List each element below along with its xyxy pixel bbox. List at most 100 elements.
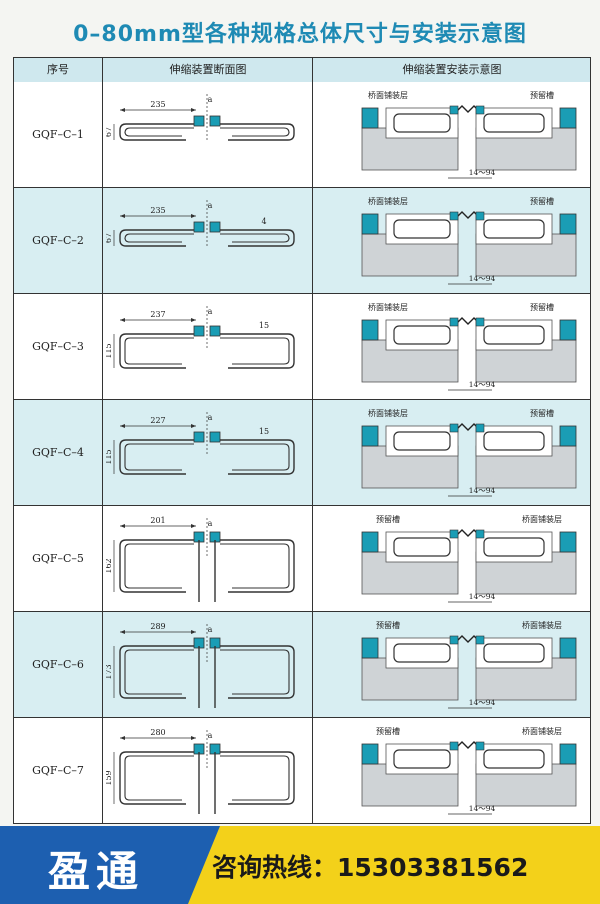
range-dimension: 14～94	[469, 380, 496, 389]
left-callout: 桥面铺装层	[368, 408, 408, 418]
width-dimension: 289	[150, 622, 165, 631]
width-dimension: 227	[150, 416, 165, 425]
right-callout: 预留槽	[530, 90, 554, 100]
section-drawing: a 235 67	[106, 94, 295, 141]
rebar-loop-right	[218, 645, 295, 699]
rebar-loop-right	[218, 539, 295, 593]
model-code: GQF–C–7	[32, 764, 84, 777]
range-dimension: 14～94	[469, 698, 496, 707]
section-drawing: a 227 115 15	[106, 412, 295, 475]
width-dimension: 201	[150, 516, 165, 525]
install-drawing: 桥面铺装层 预留槽 14～94	[361, 90, 577, 179]
right-callout: 桥面铺装层	[522, 620, 562, 630]
pavement-block-left	[361, 319, 379, 341]
model-code: GQF–C–4	[32, 446, 84, 459]
gap-label: a	[208, 95, 213, 104]
pavement-block-right	[559, 637, 577, 659]
left-callout: 桥面铺装层	[368, 302, 408, 312]
install-drawing: 桥面铺装层 预留槽 14～94	[361, 408, 577, 497]
rebar-loop-left	[119, 333, 196, 369]
pavement-block-left	[361, 637, 379, 659]
rebar-loop-right	[218, 123, 295, 141]
section-drawing: a 201 162	[106, 516, 295, 602]
pavement-block-right	[559, 743, 577, 765]
section-drawing: a 280 159	[106, 728, 295, 814]
width-dimension: 235	[150, 206, 165, 215]
height-dimension: 115	[106, 343, 113, 358]
hotline-text: 咨询热线：15303381562	[212, 853, 529, 882]
height-dimension: 162	[106, 558, 113, 573]
gap-label: a	[208, 413, 213, 422]
section-drawing: a 289 173	[106, 622, 295, 708]
height-dimension: 67	[106, 127, 113, 137]
table-row: GQF–C–6 a 289 173 预留槽 桥面铺装层 14～94	[14, 612, 590, 718]
height-dimension: 159	[106, 770, 113, 785]
table-row: GQF–C–3 a 237 115 15 桥面铺装层 预留槽 14～94	[14, 294, 590, 400]
steel-profile-left	[193, 115, 205, 127]
steel-profile-right	[209, 431, 221, 443]
table-row: GQF–C–1 a 235 67 桥面铺装层 预留槽 14～94	[14, 82, 590, 188]
pavement-block-right	[559, 319, 577, 341]
install-drawing: 桥面铺装层预留槽14～94	[361, 196, 577, 285]
height-dimension: 115	[106, 449, 113, 464]
rebar-loop-left	[119, 645, 196, 699]
left-callout: 预留槽	[376, 620, 400, 630]
width-dimension: 237	[150, 310, 165, 319]
rebar-loop-right	[218, 751, 295, 805]
model-code: GQF–C–6	[32, 658, 84, 671]
right-callout: 桥面铺装层	[522, 726, 562, 736]
right-callout: 预留槽	[530, 196, 554, 206]
extra-dimension: 15	[259, 321, 269, 330]
pavement-block-left	[361, 743, 379, 765]
steel-profile-left	[193, 221, 205, 233]
range-dimension: 14～94	[469, 804, 496, 813]
rebar-loop-right	[218, 229, 295, 247]
model-code: GQF–C–5	[32, 552, 84, 565]
rebar-loop-left	[119, 539, 196, 593]
gap-label: a	[208, 625, 213, 634]
section-drawing: a 237 115 15	[106, 306, 295, 369]
right-callout: 预留槽	[530, 408, 554, 418]
model-code: GQF–C–1	[32, 128, 84, 141]
steel-profile-left	[193, 431, 205, 443]
left-callout: 桥面铺装层	[368, 90, 408, 100]
header-model: 序号	[47, 63, 69, 76]
right-callout: 预留槽	[530, 302, 554, 312]
height-dimension: 173	[106, 664, 113, 679]
pavement-block-left	[361, 213, 379, 235]
model-code: GQF–C–2	[32, 234, 84, 247]
extra-dimension: 4	[261, 217, 266, 226]
range-dimension: 14～94	[469, 274, 496, 283]
range-dimension: 14～94	[469, 168, 496, 177]
extra-dimension: 15	[259, 427, 269, 436]
gap-label: a	[208, 731, 213, 740]
gap-label: a	[208, 307, 213, 316]
model-code: GQF–C–3	[32, 340, 84, 353]
pavement-block-right	[559, 213, 577, 235]
page-title: 0–80mm型各种规格总体尺寸与安装示意图	[73, 22, 527, 47]
table-row: GQF–C–4 a 227 115 15 桥面铺装层 预留槽 14～94	[14, 400, 590, 506]
table-header: 序号 伸缩装置断面图 伸缩装置安装示意图	[14, 58, 590, 83]
range-dimension: 14～94	[469, 486, 496, 495]
install-drawing: 预留槽 桥面铺装层 14～94	[361, 726, 577, 815]
install-drawing: 预留槽 桥面铺装层 14～94	[361, 620, 577, 709]
steel-profile-right	[209, 115, 221, 127]
pavement-block-right	[559, 425, 577, 447]
install-drawing: 预留槽桥面铺装层14～94	[361, 514, 577, 603]
header-section: 伸缩装置断面图	[102, 58, 313, 82]
pavement-block-left	[361, 531, 379, 553]
right-callout: 桥面铺装层	[522, 514, 562, 524]
width-dimension: 280	[150, 728, 165, 737]
rebar-loop-left	[119, 123, 196, 141]
banner-accent	[188, 826, 600, 904]
install-drawing: 桥面铺装层 预留槽 14～94	[361, 302, 577, 391]
brand-logo: 盈通	[48, 847, 145, 896]
left-callout: 预留槽	[376, 726, 400, 736]
gap-label: a	[208, 519, 213, 528]
width-dimension: 235	[150, 100, 165, 109]
pavement-block-right	[559, 107, 577, 129]
gap-label: a	[208, 201, 213, 210]
